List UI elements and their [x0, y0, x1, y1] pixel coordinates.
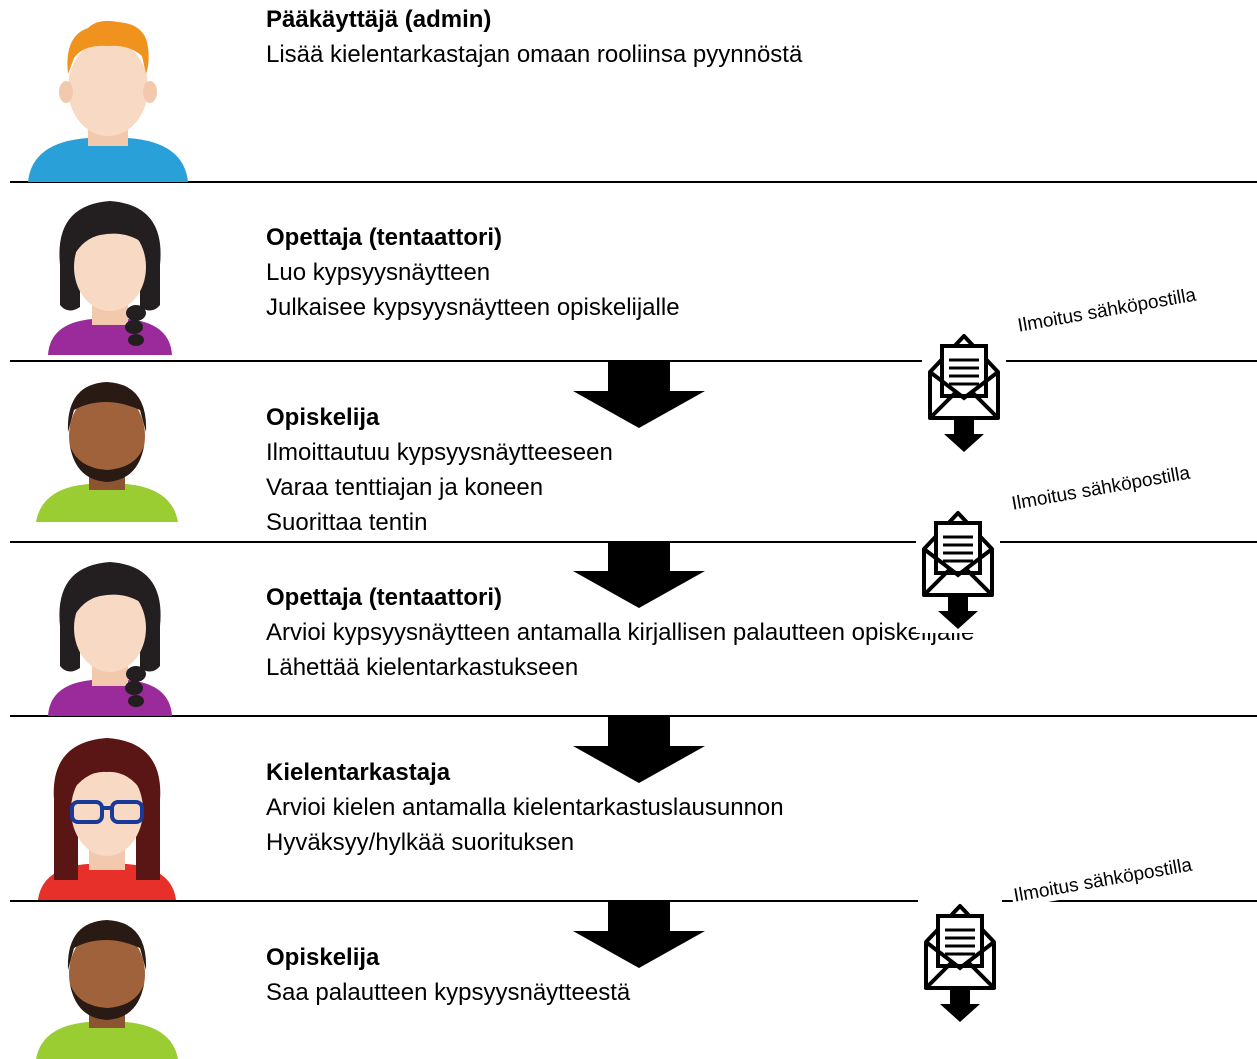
role-admin: Pääkäyttäjä (admin) Lisää kielentarkasta… [266, 2, 802, 72]
student-avatar [36, 920, 178, 1059]
student-avatar [36, 382, 178, 522]
section-divider [10, 360, 1257, 362]
admin-avatar [28, 20, 188, 182]
flow-arrow-down-icon [573, 717, 705, 783]
section-divider [10, 900, 1257, 902]
role-student: Opiskelija Ilmoittautuu kypsyysnäytteese… [266, 400, 613, 540]
role-title: Opiskelija [266, 404, 380, 431]
role-task: Lähettää kielentarkastukseen [266, 654, 579, 681]
role-task: Varaa tenttiajan ja koneen [266, 474, 544, 501]
role-task: Luo kypsyysnäytteen [266, 259, 491, 286]
teacher-avatar [48, 562, 172, 716]
flow-arrow-down-icon [573, 902, 705, 968]
flow-arrow-down-icon [573, 542, 705, 608]
email-notification-label: Ilmoitus sähköpostilla [1008, 462, 1194, 516]
section-divider [10, 181, 1257, 183]
role-task: Suorittaa tentin [266, 509, 428, 536]
role-title: Opettaja (tentaattori) [266, 224, 503, 251]
role-task: Lisää kielentarkastajan omaan rooliinsa … [266, 41, 803, 68]
role-title: Kielentarkastaja [266, 759, 451, 786]
role-language-reviewer: Kielentarkastaja Arvioi kielen antamalla… [266, 755, 784, 860]
section-divider [10, 715, 1257, 717]
email-notification-icon [916, 507, 1000, 633]
role-teacher: Opettaja (tentaattori) Arvioi kypsyysnäy… [266, 580, 974, 685]
role-task: Hyväksyy/hylkää suorituksen [266, 829, 575, 856]
role-task: Ilmoittautuu kypsyysnäytteeseen [266, 439, 613, 466]
email-notification-label: Ilmoitus sähköpostilla [1014, 284, 1200, 338]
email-notification-icon [918, 900, 1002, 1026]
language-reviewer-avatar [38, 738, 176, 900]
flow-arrow-down-icon [573, 362, 705, 428]
role-student: Opiskelija Saa palautteen kypsyysnäyttee… [266, 940, 630, 1010]
role-task: Arvioi kielen antamalla kielentarkastusl… [266, 794, 784, 821]
role-teacher: Opettaja (tentaattori) Luo kypsyysnäytte… [266, 220, 680, 325]
role-task: Saa palautteen kypsyysnäytteestä [266, 979, 631, 1006]
teacher-avatar [48, 201, 172, 355]
role-title: Opiskelija [266, 944, 380, 971]
role-task: Julkaisee kypsyysnäytteen opiskelijalle [266, 294, 680, 321]
role-task: Arvioi kypsyysnäytteen antamalla kirjall… [266, 619, 975, 646]
email-notification-icon [922, 330, 1006, 456]
role-title: Pääkäyttäjä (admin) [266, 6, 492, 33]
role-title: Opettaja (tentaattori) [266, 584, 503, 611]
